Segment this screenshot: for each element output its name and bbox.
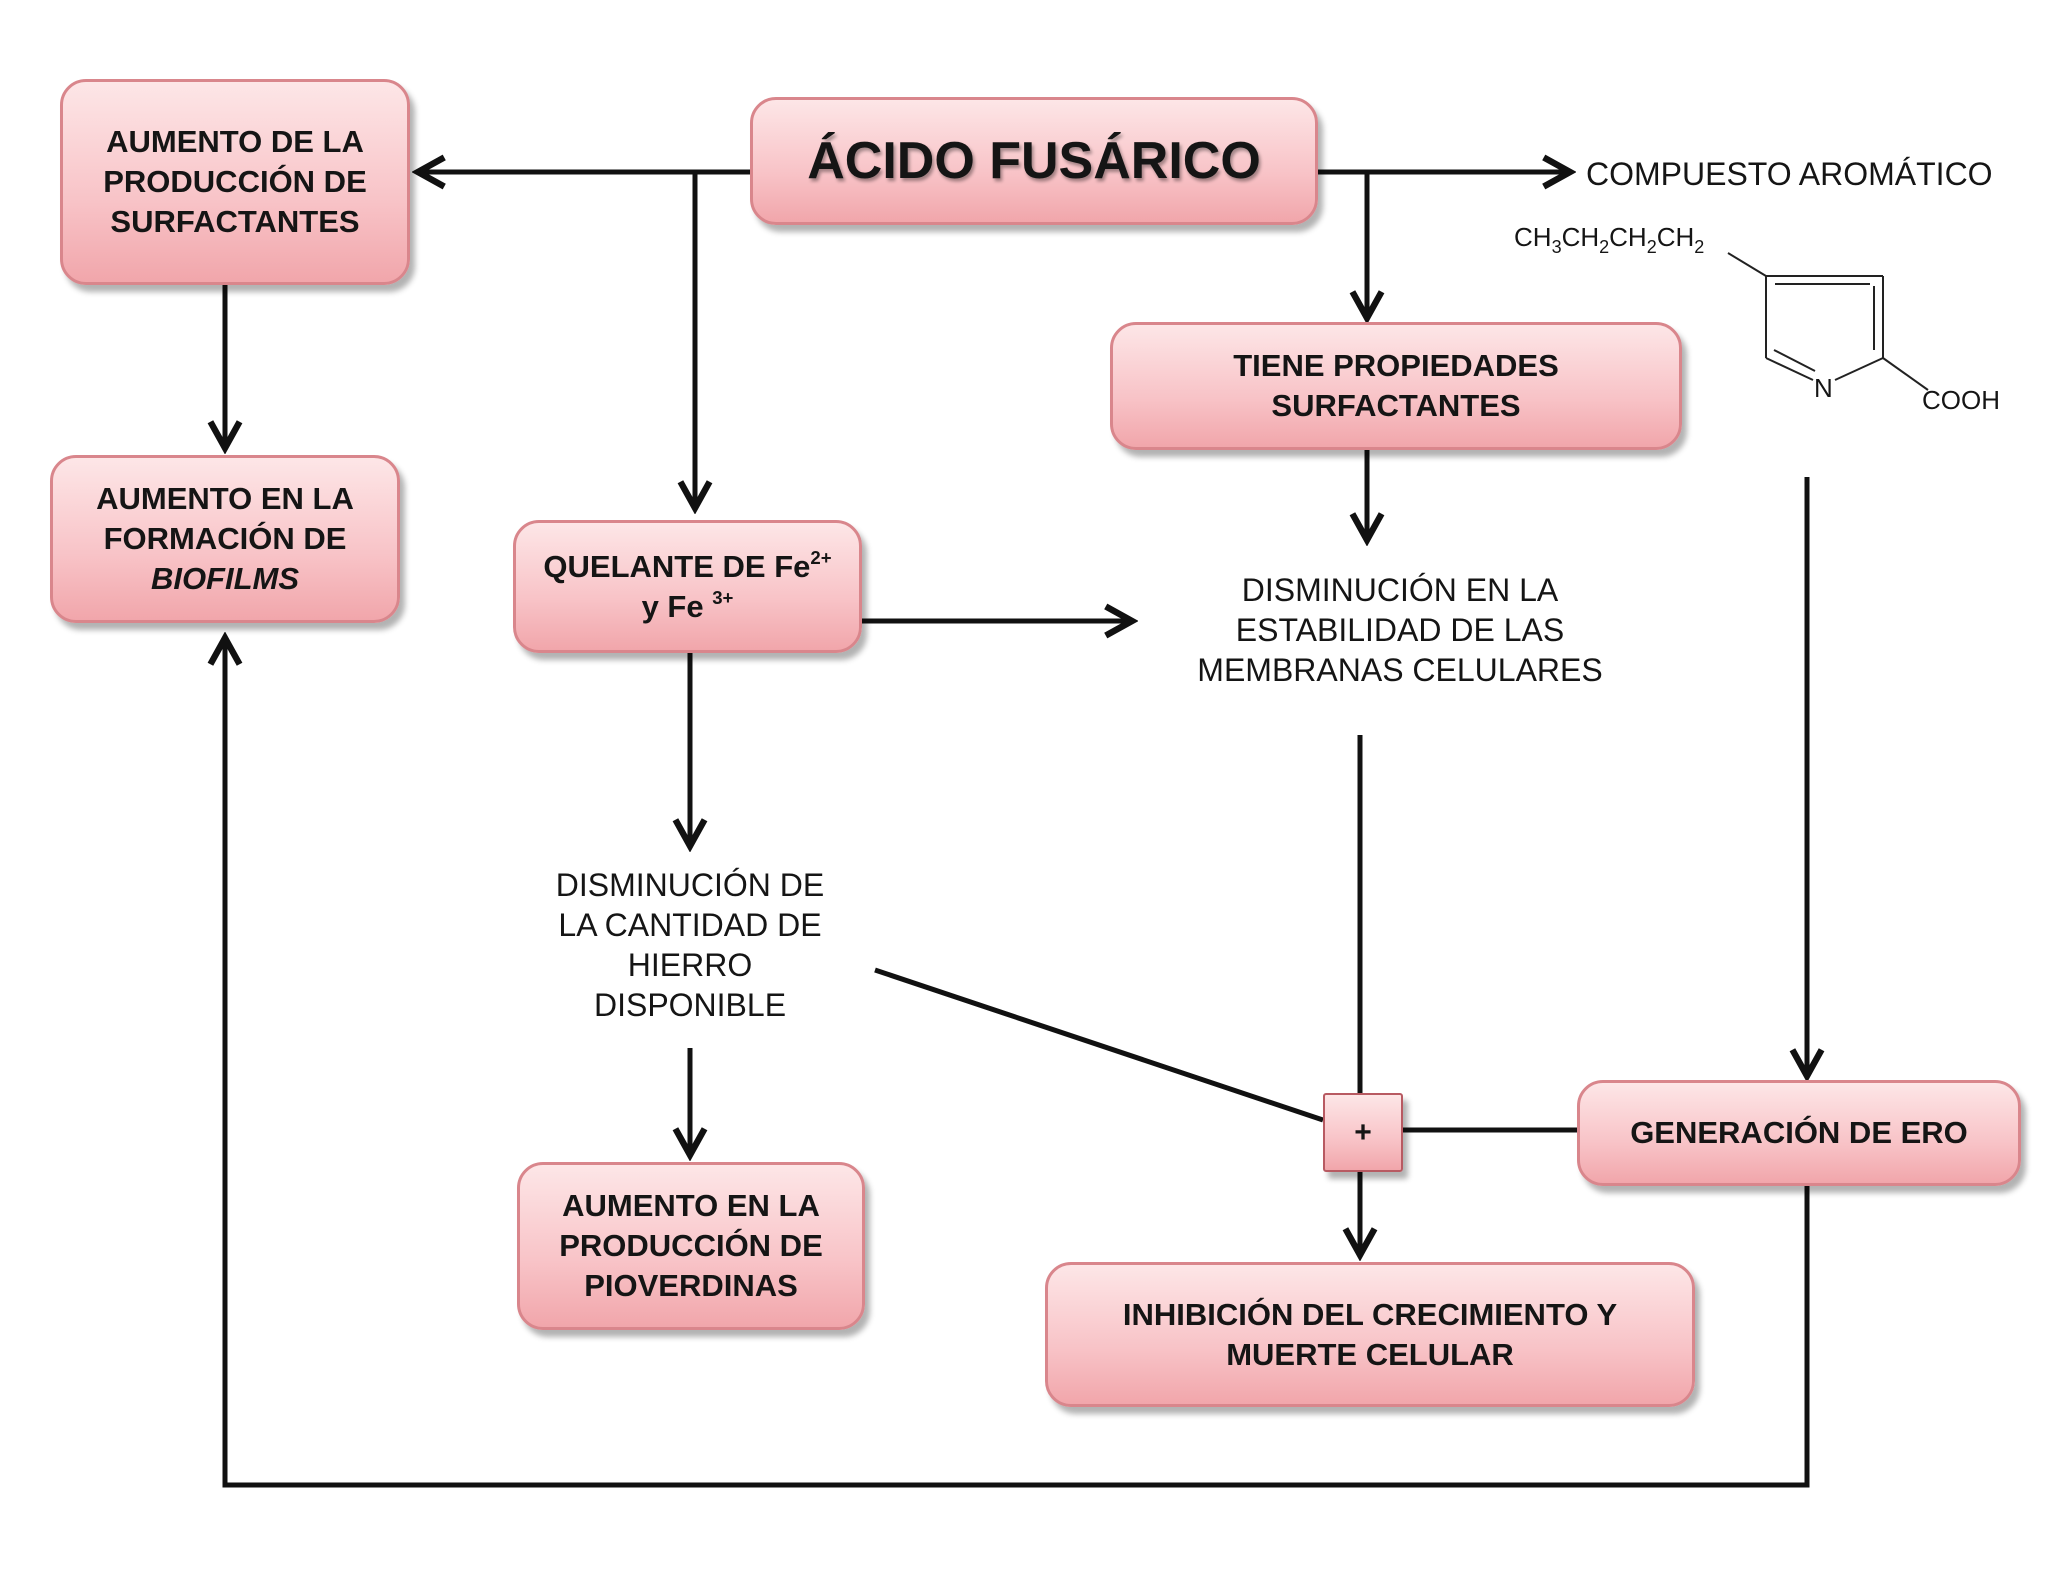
- node-chelator: QUELANTE DE Fe2+ y Fe 3+: [513, 520, 862, 653]
- node-plus-junction: +: [1323, 1093, 1403, 1172]
- nitrogen-label: N: [1814, 373, 1833, 403]
- node-biofilm-formation: AUMENTO EN LA FORMACIÓN DE BIOFILMS: [50, 455, 400, 623]
- node-pyoverdine-production: AUMENTO EN LA PRODUCCIÓN DE PIOVERDINAS: [517, 1162, 865, 1330]
- node-surfactant-properties: TIENE PROPIEDADES SURFACTANTES: [1110, 322, 1682, 450]
- line-iron-to-plus: [874, 967, 1324, 1123]
- node-growth-inhibition: INHIBICIÓN DEL CRECIMIENTO Y MUERTE CELU…: [1045, 1262, 1695, 1407]
- diagram-title: ÁCIDO FUSÁRICO: [807, 132, 1261, 190]
- node-ero-generation: GENERACIÓN DE ERO: [1577, 1080, 2021, 1186]
- node-iron-decrease: DISMINUCIÓN DE LA CANTIDAD DE HIERRO DIS…: [555, 867, 825, 1023]
- aromatic-compound-label: COMPUESTO AROMÁTICO: [1586, 156, 1993, 192]
- carboxyl-label: COOH: [1922, 385, 2000, 415]
- node-surfactant-production: AUMENTO DE LA PRODUCCIÓN DE SURFACTANTES: [60, 79, 410, 285]
- svg-text:CH3CH2CH2CH2: CH3CH2CH2CH2: [1514, 222, 1704, 257]
- node-membrane-stability: DISMINUCIÓN EN LA ESTABILIDAD DE LAS MEM…: [1197, 572, 1603, 688]
- title-node: ÁCIDO FUSÁRICO: [750, 97, 1318, 225]
